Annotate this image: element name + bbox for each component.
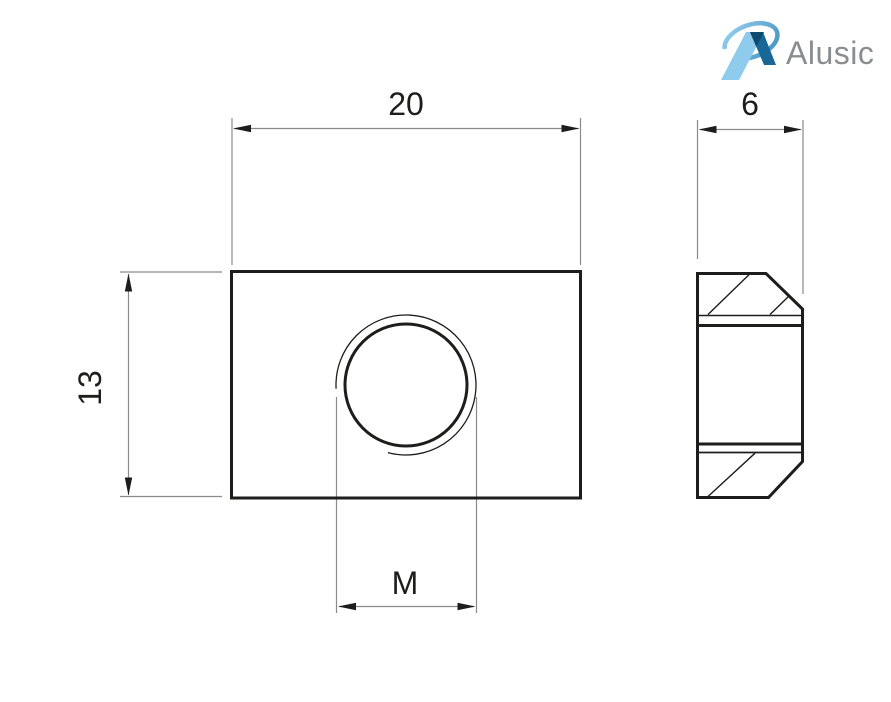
dim-thread-arrow-left [338, 602, 356, 611]
dim-height-arrow-top [124, 273, 133, 292]
dim-width-label: 20 [388, 86, 424, 122]
dim-depth-arrow-right [784, 125, 802, 134]
dimension-lines-layer [120, 118, 804, 613]
thread-hole-circle [343, 322, 469, 448]
side-view-top-chamfer-diagonal-short [769, 294, 790, 316]
dim-thread-label: M [392, 565, 419, 601]
side-view-top-chamfer-diagonal [707, 273, 751, 316]
dimension-labels-layer: 20 13 M 6 [72, 86, 759, 601]
logo-a-left-stroke-icon [721, 32, 764, 80]
side-view [696, 272, 804, 499]
brand-name: Alusic [786, 35, 874, 71]
dim-height-label: 13 [72, 370, 108, 406]
logo-a-overlap-icon [750, 32, 764, 47]
dim-width-arrow-left [233, 124, 251, 133]
thread-outer-arc [335, 314, 477, 456]
dim-depth-arrow-left [698, 125, 717, 134]
dim-thread-arrow-right [457, 602, 476, 611]
front-view-outline [230, 270, 582, 500]
dim-depth-label: 6 [741, 86, 759, 122]
dim-height-arrow-bottom [124, 477, 133, 496]
dim-width-arrow-right [561, 124, 580, 133]
side-view-outline [696, 272, 804, 499]
arrowheads-layer [124, 124, 802, 611]
brand-logo: Alusic [721, 21, 874, 80]
front-view [230, 270, 582, 500]
side-view-bottom-chamfer-diagonal [707, 452, 756, 498]
